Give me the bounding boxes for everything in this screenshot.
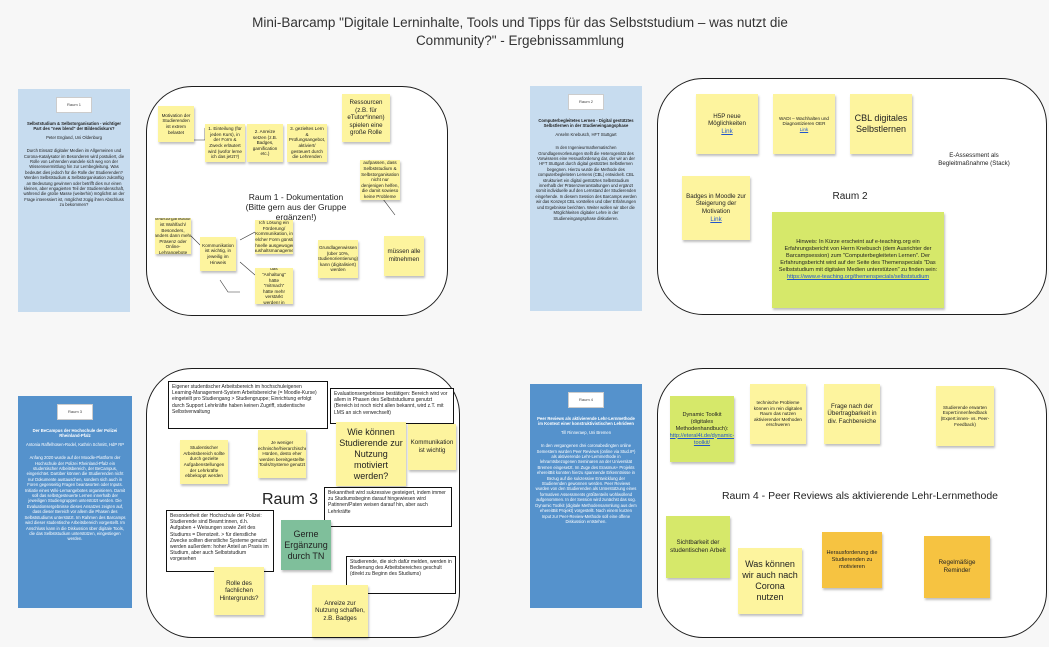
raum4-note: Sichtbarkeit der studentischen Arbeit <box>666 516 730 578</box>
raum4-toolkit-note: Dynamic Toolkit (digitales Methodenhandb… <box>670 396 734 462</box>
raum2-label: Raum 2 <box>832 191 868 202</box>
raum4-note: technische Probleme können im rein digit… <box>750 384 806 444</box>
raum2-info-author: Anselm Knebusch, HFT Stuttgart <box>555 131 617 137</box>
raum2-wadi-text: WADI – Wachhalten und Diagnostizieren OE… <box>779 115 829 127</box>
raum2-eassessment-note: E-Assessment als Begleitmaßnahme (Stack) <box>938 152 1010 167</box>
raum1-info-author: Peter England, Uni Oldenburg <box>46 134 102 140</box>
raum3-box: Evaluationsergebnisse bestätigen: Bereic… <box>330 388 454 424</box>
raum2-hint-text: Hinweis: In Kürze erscheint auf e-teachi… <box>778 239 938 273</box>
raum3-label: Raum 3 <box>261 491 319 508</box>
raum4-info-heading: Peer Reviews als aktivierende Lehr-Lernm… <box>537 416 635 427</box>
raum4-note: Regelmäßige Reminder <box>924 536 990 598</box>
raum3-info-author: Antonia Raffelhüsen-Rodel, Kathrin Schmi… <box>25 441 125 447</box>
raum3-box: Besonderheit der Hochschule der Polizei:… <box>166 510 274 572</box>
raum1-note: müssen alle mitnehmen <box>384 236 424 276</box>
raum3-info-heading: Der BeCampus der Hochschule der Polizei … <box>32 428 118 439</box>
raum3-note: Wie können Studierende zur Nutzung motiv… <box>336 422 406 486</box>
raum2-badges-note: Badges in Moodle zur Steigerung der Moti… <box>682 176 750 240</box>
raum4-note: Frage nach der Übertragbarkeit in div. F… <box>824 384 880 444</box>
raum4-toolkit-text: Dynamic Toolkit (digitales Methodenhandb… <box>675 411 729 432</box>
raum1-label-line1: Raum 1 - Dokumentation <box>248 192 344 202</box>
raum1-note: 2. Anreize setzen (z.B. Badges, gamifica… <box>247 124 283 162</box>
raum1-label: Raum 1 - Dokumentation (Bitte gern aus d… <box>226 192 366 222</box>
raum2-badges-text: Badges in Moodle zur Steigerung der Moti… <box>686 192 746 215</box>
raum3-note: Kommunikation ist wichtig <box>408 424 456 470</box>
raum3-note: Studentischer Arbeitsbereich sollte durc… <box>180 440 228 484</box>
raum2-hint-link[interactable]: https://www.e-teaching.org/themenspecial… <box>786 274 930 280</box>
raum3-box: Bekanntheit wird sukzessive gesteigert, … <box>324 487 452 527</box>
raum1-note: 1. Einteilung (für jeden Kurs), in der F… <box>205 124 245 162</box>
raum2-info-heading: Computerbegleitetes Lernen - Digital ges… <box>538 118 634 129</box>
raum1-note: Kommunikation ist wichtig, in jeweilig i… <box>200 237 236 271</box>
raum3-note: Je weniger technische/hierarchische Hürd… <box>258 430 306 478</box>
raum3-box: Eigener studentischer Arbeitsbereich im … <box>168 381 328 429</box>
raum2-logo: Raum 2 <box>568 94 604 110</box>
raum1-info-body: Durch Einsatz digitaler Medien im Allgem… <box>23 148 125 208</box>
raum2-info-body: In den Ingenieurmathematischen Grundlage… <box>535 145 637 221</box>
raum4-logo: Raum 4 <box>568 392 604 408</box>
raum4-info-author: Till Rinneraep, Uni Bremen <box>560 429 612 435</box>
raum1-label-line2: (Bitte gern aus der Gruppe ergänzen!) <box>245 202 347 222</box>
raum4-label: Raum 4 - Peer Reviews als aktivierende L… <box>721 490 999 502</box>
raum2-wadi-note: WADI – Wachhalten und Diagnostizieren OE… <box>773 94 835 154</box>
raum2-wadi-link[interactable]: Link <box>799 126 809 132</box>
raum2-badges-link[interactable]: Link <box>710 215 722 223</box>
raum4-toolkit-link[interactable]: http://eteral4t.de/dynamic-toolkit/ <box>670 432 734 446</box>
raum1-note: Ressourcen (z.B. für eTutor*innen) spiel… <box>342 94 390 142</box>
raum1-info-card: Raum 1 Selbststudium & Selbstorganisatio… <box>18 89 130 312</box>
page-title: Mini-Barcamp "Digitale Lerninhalte, Tool… <box>200 14 840 50</box>
raum2-h5p-text: H5P neue Möglichkeiten <box>708 112 746 128</box>
raum2-h5p-note: H5P neue Möglichkeiten Link <box>696 94 758 154</box>
raum4-note: Herausforderung die Studierenden zu moti… <box>822 532 882 588</box>
raum4-note: Studierende erwarten Expert:innenfeedbac… <box>936 386 994 446</box>
raum2-h5p-link[interactable]: Link <box>721 127 733 135</box>
raum2-hint-note: Hinweis: In Kürze erscheint auf e-teachi… <box>772 212 944 308</box>
raum2-info-card: Raum 2 Computerbegleitetes Lernen - Digi… <box>530 86 642 311</box>
raum1-logo: Raum 1 <box>56 97 92 113</box>
raum3-note: Gerne Ergänzung durch TN <box>281 520 331 570</box>
raum3-note: Rolle des fachlichen Hintergrunds? <box>214 567 264 615</box>
raum3-box: Studierende, die sich dafür melden, werd… <box>346 556 456 594</box>
raum3-info-card: Raum 3 Der BeCampus der Hochschule der P… <box>18 396 132 608</box>
page-title-line2: Community?" - Ergebnissammlung <box>415 33 625 48</box>
raum4-note: Was können wir auch nach Corona nutzen <box>738 548 802 614</box>
raum3-logo: Raum 3 <box>57 404 93 420</box>
raum1-note: Im digi. Cockpit auch schon Wie-Wissen d… <box>255 268 293 304</box>
page-title-line1: Mini-Barcamp "Digitale Lerninhalte, Tool… <box>252 15 788 30</box>
raum3-note: Anreize zur Nutzung schaffen, z.B. Badge… <box>312 585 368 637</box>
raum1-info-heading: Selbststudium & Selbstorganisation - wic… <box>27 121 121 132</box>
raum3-info-body: Anfang 2020 wurde auf der Moodle-Plattfo… <box>24 455 126 542</box>
raum1-note: 3. gezieltes Lern & Prüfungsangebot, akt… <box>287 124 327 162</box>
raum2-cbl-note: CBL digitales Selbstlernen <box>850 94 912 154</box>
raum1-note: mit reflexen aufpassen, dass Selbststudi… <box>360 160 400 200</box>
raum1-note: Grundlagenwissen (über 10%, Studienorien… <box>318 240 358 278</box>
raum1-note: Motivation der Studierenden ist extrem b… <box>158 106 194 142</box>
raum1-note: Ich Lösung ein Förderung/ Kommunikation,… <box>255 220 293 254</box>
raum4-info-body: In den vergangenen drei coronabedingten … <box>535 443 637 524</box>
raum4-info-card: Raum 4 Peer Reviews als aktivierende Leh… <box>530 384 642 608</box>
raum1-note: Selbstorganisation ist Wahlfach/ Besonde… <box>155 218 191 254</box>
